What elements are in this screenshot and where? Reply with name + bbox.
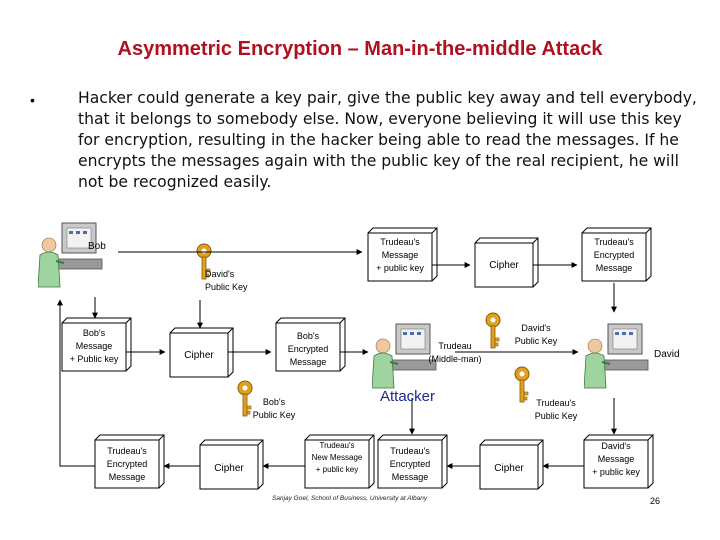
cipher-bottom-left-box: Cipher [214, 463, 244, 474]
trudeau-middleman-label: Trudeau (Middle-man) [428, 341, 482, 364]
bobs-public-key-label: Bob's Public Key [252, 397, 296, 420]
bullet-paragraph: Hacker could generate a key pair, give t… [78, 89, 697, 191]
david-label: David [654, 349, 680, 360]
cipher-top-box: Cipher [489, 260, 519, 271]
davids-public-key-mid-label: David's Public Key [514, 323, 558, 346]
bob-label: Bob [88, 241, 106, 252]
davids-msg-pubkey-box: David's Message + public key [592, 441, 640, 477]
slide-title: Asymmetric Encryption – Man-in-the-middl… [117, 38, 603, 60]
bobs-msg-pubkey-box: Bob's Message + Public key [69, 328, 119, 364]
bob-person-icon [38, 222, 103, 288]
trudeaus-public-key-label: Trudeau's Public Key [534, 398, 578, 421]
bobs-encrypted-msg-box: Bob's Encrypted Message [287, 331, 329, 367]
davids-public-key-top-label: David's Public Key [205, 269, 248, 292]
page-number: 26 [650, 496, 661, 506]
cipher-mid-box: Cipher [184, 350, 214, 361]
david-person-icon [584, 323, 649, 389]
trudeau-msg-pubkey-box: Trudeau's Message + public key [376, 237, 424, 273]
trudeau-encrypted-bottom-box: Trudeau's Encrypted Message [106, 446, 148, 482]
trudeau-new-message-box: Trudeau's New Message + public key [311, 441, 363, 474]
slide-footer: Sanjay Goel, School of Business, Univers… [272, 495, 428, 502]
attacker-label: Attacker [380, 388, 436, 405]
bullet-symbol: • [30, 92, 35, 108]
cipher-bottom-right-box: Cipher [494, 463, 524, 474]
trudeau-encrypted-top-box: Trudeau's Encrypted Message [593, 237, 635, 273]
trudeau-encrypted-bottom2-box: Trudeau's Encrypted Message [389, 446, 431, 482]
